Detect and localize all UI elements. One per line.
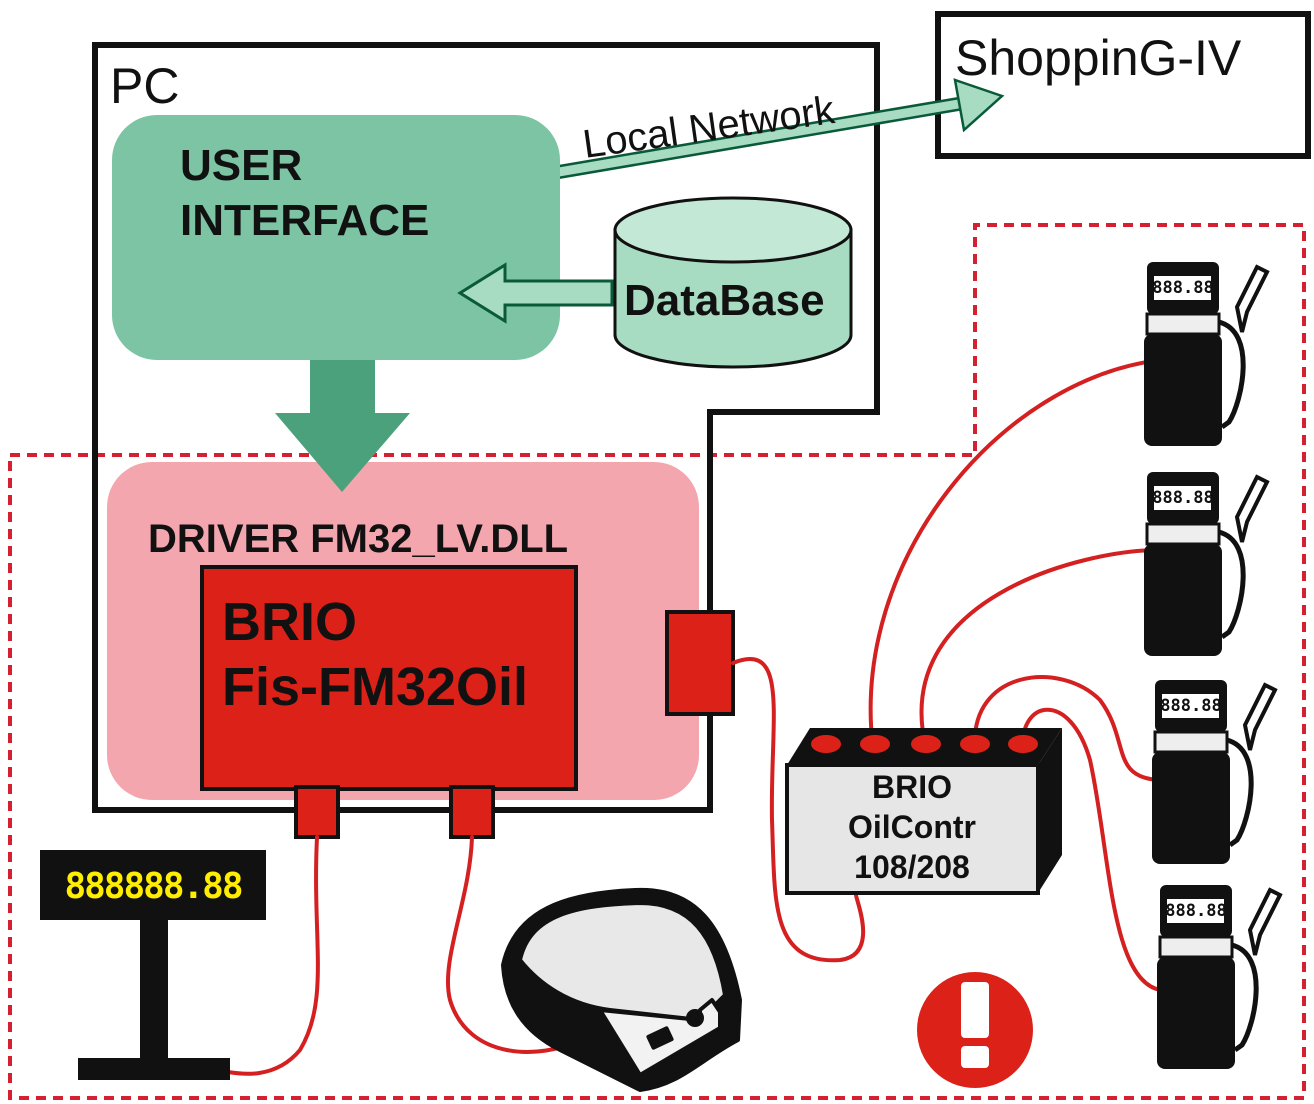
user-interface-line1: USER (180, 141, 302, 190)
user-interface-line2: INTERFACE (180, 196, 429, 245)
customer-display-icon (40, 850, 266, 1080)
shopping-box (935, 11, 1311, 159)
pump-display-3: 888.88 (1160, 696, 1221, 716)
fuel-pump-icon (1152, 680, 1278, 864)
pump-display-2: 888.88 (1152, 488, 1213, 508)
database-cylinder (613, 196, 853, 369)
printer-port (449, 785, 495, 839)
oilcontr-line1: BRIO (872, 769, 952, 805)
printer-icon (501, 887, 742, 1092)
pump-display-1: 888.88 (1152, 278, 1213, 298)
display-port (294, 785, 340, 839)
pc-box (92, 42, 880, 813)
field-area-outline (8, 223, 1306, 1100)
pc-label: PC (110, 58, 179, 114)
driver-label: DRIVER FM32_LV.DLL (148, 517, 568, 561)
brio-fis-line2: Fis-FM32Oil (222, 657, 528, 717)
shopping-label: ShoppinG-IV (955, 30, 1242, 86)
fuel-pump-icon (1157, 885, 1283, 1069)
cables (226, 358, 1162, 1076)
user-interface-box (112, 115, 560, 360)
oilcontr-line3: 108/208 (854, 849, 970, 885)
database-label: DataBase (624, 276, 825, 325)
oilcontr-device (785, 728, 1062, 895)
brio-fis-box (200, 565, 578, 791)
fuel-pump-icon (1144, 472, 1270, 656)
oilcontr-port (665, 610, 735, 716)
network-label: Local Network (580, 88, 838, 167)
pump-display-4: 888.88 (1165, 901, 1226, 921)
fuel-pump-icon (1144, 262, 1270, 446)
oilcontr-line2: OilContr (848, 809, 976, 845)
brio-fis-line1: BRIO (222, 592, 357, 652)
customer-display-value: 888888.88 (64, 866, 241, 907)
warning-icon (917, 972, 1033, 1088)
ui-to-driver-arrow (275, 360, 410, 492)
database-to-ui-arrow (457, 262, 614, 324)
